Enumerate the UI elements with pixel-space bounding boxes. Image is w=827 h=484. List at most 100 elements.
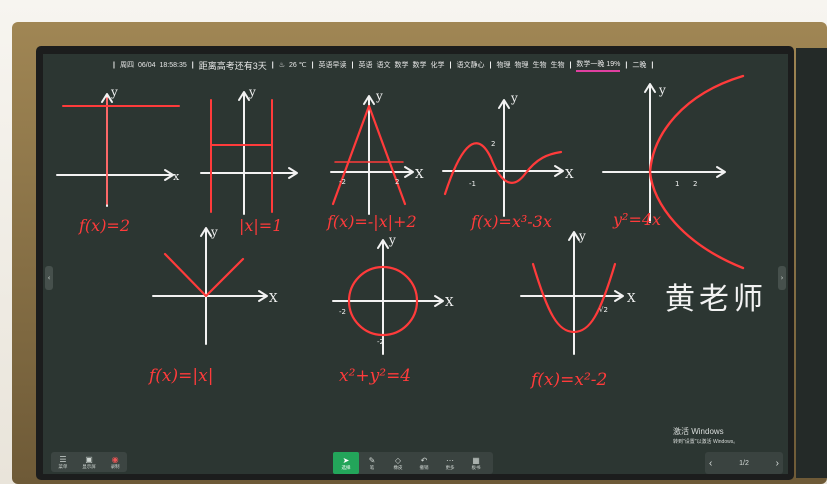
svg-text:2: 2 (491, 140, 495, 148)
screen-button[interactable]: ▣ 显示屏 (82, 455, 96, 470)
label-cubic: f(x)=x³-3x (471, 212, 552, 231)
weather: 26 ℃ (288, 62, 307, 69)
svg-text:-2: -2 (377, 338, 384, 346)
chevron-left-icon: ‹ (709, 457, 713, 469)
class-name: 二晚 (632, 62, 647, 69)
menu-icon: ☰ (59, 454, 67, 464)
svg-text:y: y (510, 91, 518, 105)
graph-parabola-sideways: y 1 2 (602, 74, 745, 270)
svg-text:2: 2 (693, 180, 697, 188)
drawing-toolbar: ➤ 选择 ✎ 笔 ◇ 橡皮 ↶ 撤销 ⋯ 更多 ▦ 板书 (333, 452, 493, 474)
record-button[interactable]: ◉ 录制 (111, 455, 120, 470)
label-abs-equals-one: |x|=1 (239, 216, 283, 235)
svg-text:x: x (173, 170, 180, 183)
schedule-item[interactable]: 物理 (514, 62, 529, 69)
graph-abs: y X (152, 225, 278, 345)
label-tent: f(x)=-|x|+2 (327, 212, 417, 231)
smartboard-screen[interactable]: | 周四 06/04 18:58:35 | 距离高考还有3天 | ♨ 26 ℃ … (43, 54, 788, 474)
teacher-signature: 黄老师 (665, 282, 767, 317)
label-parabola: f(x)=x²-2 (531, 370, 608, 390)
page-navigator: ‹ 1/2 › (705, 452, 783, 474)
svg-text:y: y (375, 89, 383, 103)
record-label: 录制 (110, 463, 120, 469)
pen-tool-button[interactable]: ✎ 笔 (359, 456, 385, 471)
board-label: 板书 (471, 464, 481, 470)
undo-label: 撤销 (419, 464, 429, 470)
undo-icon: ↶ (420, 455, 428, 465)
weekday: 周四 (119, 62, 134, 69)
more-button[interactable]: ⋯ 更多 (437, 456, 463, 471)
activation-subtitle: 转到"设置"以激活 Windows。 (673, 439, 739, 445)
svg-text:y: y (388, 233, 396, 247)
left-toolbar: ☰ 菜单 ▣ 显示屏 ◉ 录制 (51, 452, 127, 472)
prev-page-button[interactable]: ‹ (709, 458, 712, 469)
graph-circle: y X -2 -2 (332, 233, 454, 355)
label-parabola-sideways: y²=4x (613, 210, 662, 229)
cursor-icon: ➤ (342, 455, 350, 465)
board-button[interactable]: ▦ 板书 (463, 456, 489, 471)
right-panel-toggle[interactable]: › (778, 266, 786, 290)
schedule-item[interactable]: 数学 (394, 62, 409, 69)
current-lesson[interactable]: 数学一晚 19% (576, 59, 621, 72)
svg-text:y: y (658, 83, 666, 97)
svg-text:y: y (110, 85, 118, 99)
date: 06/04 (137, 61, 156, 69)
board-icon: ▦ (472, 455, 480, 465)
schedule-item[interactable]: 语文静心 (456, 62, 485, 69)
svg-text:√2: √2 (599, 306, 608, 314)
undo-button[interactable]: ↶ 撤销 (411, 456, 437, 471)
more-label: 更多 (445, 464, 455, 470)
chevron-right-icon: › (780, 274, 784, 282)
menu-button[interactable]: ☰ 菜单 (58, 455, 67, 470)
svg-text:X: X (445, 295, 454, 309)
side-panel (796, 48, 827, 478)
schedule-item[interactable]: 英语 (358, 62, 373, 69)
svg-text:y: y (578, 229, 586, 243)
select-label: 选择 (341, 464, 351, 470)
screen-label: 显示屏 (82, 463, 96, 469)
status-bar: | 周四 06/04 18:58:35 | 距离高考还有3天 | ♨ 26 ℃ … (113, 59, 654, 72)
pen-icon: ✎ (368, 455, 376, 465)
schedule-item[interactable]: 英语早读 (318, 62, 347, 69)
svg-text:-2: -2 (339, 178, 346, 186)
graph-cubic: y X 2 -1 (442, 91, 574, 217)
graph-tent: y X -2 2 (330, 89, 424, 215)
more-icon: ⋯ (446, 455, 454, 465)
svg-text:y: y (210, 225, 218, 239)
schedule-item[interactable]: 物理 (496, 62, 511, 69)
svg-text:X: X (627, 291, 636, 305)
svg-text:X: X (415, 167, 424, 181)
graph-abs-equals-one: y (200, 85, 298, 215)
next-page-button[interactable]: › (776, 458, 779, 469)
svg-text:1: 1 (675, 180, 679, 188)
pen-label: 笔 (369, 464, 375, 470)
svg-text:-2: -2 (339, 308, 346, 316)
graph-constant: y x (56, 85, 180, 207)
record-icon: ◉ (111, 454, 119, 464)
select-tool-button[interactable]: ➤ 选择 (333, 452, 359, 474)
clock: 18:58:35 (159, 61, 187, 69)
label-circle: x²+y²=4 (339, 366, 412, 386)
schedule-item[interactable]: 数学 (412, 62, 427, 69)
svg-text:y: y (248, 85, 256, 99)
graph-parabola: y X √2 (520, 229, 636, 355)
schedule-item[interactable]: 语文 (376, 62, 391, 69)
schedule-item[interactable]: 生物 (550, 62, 565, 69)
chevron-left-icon: ‹ (47, 274, 51, 282)
page-indicator: 1/2 (739, 459, 749, 467)
menu-label: 菜单 (58, 463, 68, 469)
svg-text:-1: -1 (469, 180, 476, 188)
svg-text:2: 2 (395, 178, 399, 186)
schedule-item[interactable]: 化学 (430, 62, 445, 69)
drawing-canvas[interactable]: y x y y X (43, 54, 788, 474)
svg-text:X: X (565, 167, 574, 181)
screen-icon: ▣ (85, 454, 93, 464)
eraser-tool-button[interactable]: ◇ 橡皮 (385, 456, 411, 471)
eraser-icon: ◇ (394, 455, 402, 465)
activation-title: 激活 Windows (673, 427, 724, 436)
chevron-right-icon: › (775, 457, 779, 469)
thermometer-icon: ♨ (278, 62, 285, 69)
schedule-item[interactable]: 生物 (532, 62, 547, 69)
svg-text:X: X (269, 291, 278, 305)
left-panel-toggle[interactable]: ‹ (45, 266, 53, 290)
